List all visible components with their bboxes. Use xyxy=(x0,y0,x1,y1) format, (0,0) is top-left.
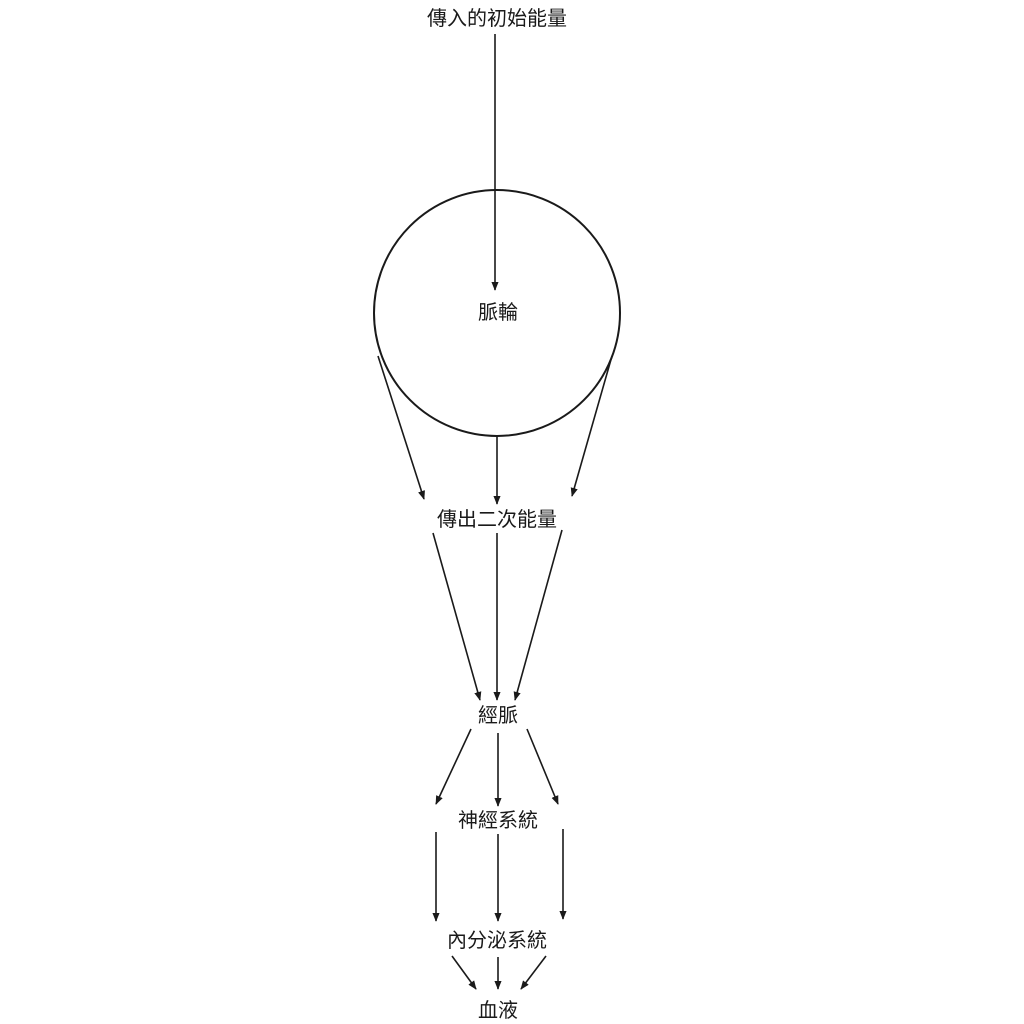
node-secondary-energy: 傳出二次能量 xyxy=(435,507,559,531)
arrow-chakra-to-secondary-right xyxy=(570,355,613,497)
node-blood: 血液 xyxy=(476,998,520,1022)
arrow-secondary-to-meridians-left xyxy=(432,532,482,701)
chakra-circle xyxy=(373,189,621,437)
arrow-endocrine-to-blood-left xyxy=(451,955,477,990)
node-meridians: 經脈 xyxy=(476,703,520,727)
arrow-endocrine-to-blood-right xyxy=(520,955,547,990)
arrow-chakra-to-secondary-left xyxy=(377,355,425,500)
node-initial-energy: 傳入的初始能量 xyxy=(425,6,569,30)
arrow-meridians-to-nervous-right xyxy=(526,728,559,805)
arrow-meridians-to-nervous-left xyxy=(435,728,472,805)
node-chakra: 脈輪 xyxy=(476,300,520,324)
node-nervous-system: 神經系統 xyxy=(456,808,540,832)
arrow-secondary-to-meridians-right xyxy=(513,529,563,701)
node-endocrine-system: 內分泌系統 xyxy=(445,928,549,952)
